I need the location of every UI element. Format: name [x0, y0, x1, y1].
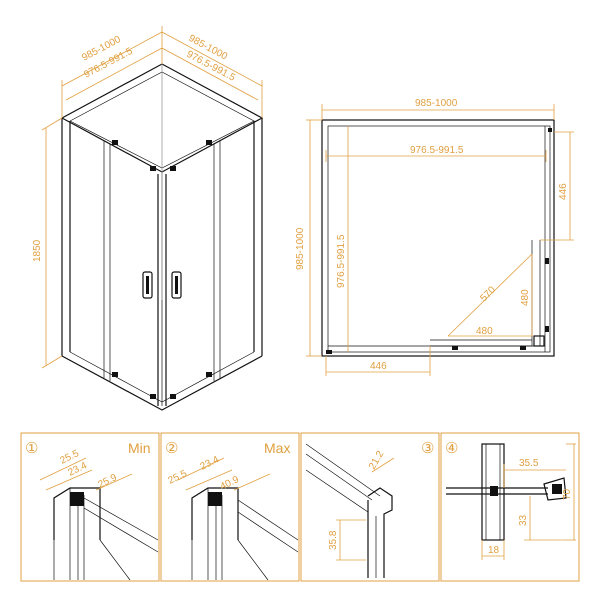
detail-dim: 35.8: [328, 530, 339, 550]
detail-label: Max: [264, 440, 290, 456]
detail-panel-2: ② Max 25.5 23.4 40.9: [160, 432, 300, 582]
detail-dim: 70: [562, 488, 573, 500]
plan-width-inner: 976.5-991.5: [410, 145, 464, 156]
detail-number: ②: [165, 440, 178, 457]
detail-panel-3: ③ 21.2 35.8: [300, 432, 440, 582]
detail-number: ③: [421, 440, 434, 457]
detail-dim: 35.5: [519, 458, 539, 469]
plan-tri-horizontal: 480: [476, 326, 493, 337]
plan-tri-vertical: 480: [520, 289, 531, 306]
detail-dim: 25.5: [166, 468, 189, 487]
detail-panel-1: ① Min 25.5 23.4 25.9: [20, 432, 160, 582]
door-handle-icon: [142, 271, 153, 299]
plan-right-segment: 446: [558, 183, 569, 200]
detail-dim: 33: [518, 514, 529, 526]
detail-number: ④: [445, 440, 458, 457]
plan-view: 985-1000 976.5-991.5 985-1000 976.5-991.…: [295, 98, 574, 376]
detail-dim: 23.4: [198, 454, 221, 473]
detail-dim: 21.2: [367, 449, 386, 472]
dim-height: 1850: [32, 239, 43, 262]
plan-bottom-segment: 446: [370, 361, 387, 372]
detail-dim: 25.9: [96, 472, 119, 491]
door-handle-icon: [171, 271, 182, 299]
detail-number: ①: [25, 440, 38, 457]
detail-label: Min: [128, 440, 151, 456]
plan-depth-inner: 976.5-991.5: [336, 234, 347, 288]
plan-width-outer: 985-1000: [415, 98, 458, 109]
detail-panel-4: ④ 35.5 70 33 18: [440, 432, 580, 582]
detail-dim: 18: [488, 545, 500, 556]
plan-depth-outer: 985-1000: [295, 227, 306, 270]
plan-diagonal: 570: [478, 284, 498, 304]
perspective-view: 985-1000 976.5-991.5 985-1000 976.5-991.…: [32, 26, 264, 411]
